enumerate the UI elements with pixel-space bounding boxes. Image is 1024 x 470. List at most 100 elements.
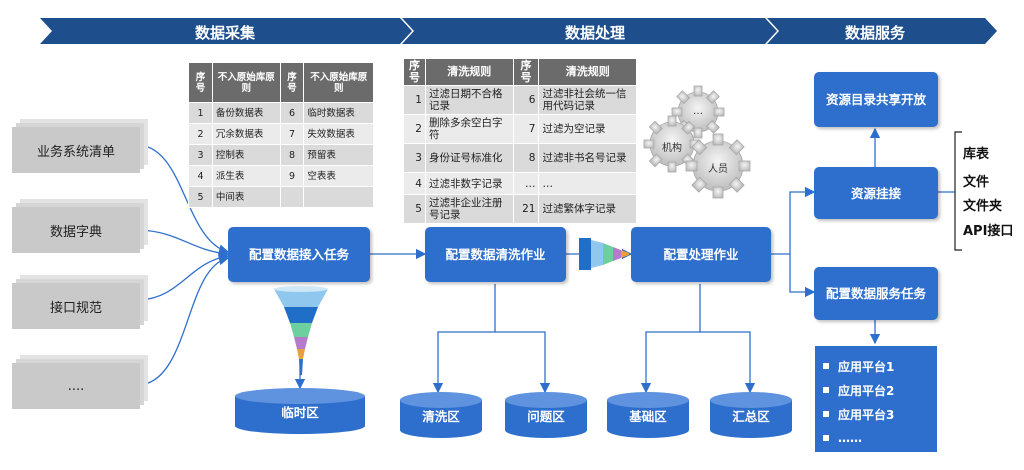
mount-target: 文件夹 [963, 199, 1003, 214]
resource-mount-box: 资源挂接 [814, 167, 938, 219]
table-cell: 5 [188, 186, 213, 208]
access-rules-table: 序号 不入原始库原则 序号 不入原始库原则 1 备份数据表 6 临时数据表 2 … [188, 62, 374, 208]
summary-zone-cylinder: 汇总区 [710, 392, 792, 438]
table-cell: 8 [512, 143, 540, 173]
table-cell: 过滤非数字记录 [424, 172, 514, 195]
table-cell [303, 186, 374, 208]
table-row: 2 冗余数据表 7 失效数据表 [188, 123, 374, 145]
table-cell: 过滤非社会统一信用代码记录 [538, 85, 637, 115]
table-cell: 1 [403, 85, 426, 115]
source-doc-1: 业务系统清单 [12, 127, 140, 173]
table-header-row: 序号 清洗规则 序号 清洗规则 [403, 58, 637, 86]
bullet-square-icon [823, 363, 829, 369]
gear-label: 机构 [662, 143, 682, 154]
table-header: 序号 [279, 62, 305, 103]
table-cell: 过滤为空记录 [538, 114, 637, 144]
arrow-clean-zone [432, 284, 496, 394]
bullet-square-icon [823, 387, 829, 393]
platform-list: 应用平台1 应用平台2 应用平台3 …… [815, 346, 937, 452]
table-cell: 2 [188, 123, 213, 145]
phase-label-process: 数据处理 [564, 24, 625, 42]
table-cell: 7 [512, 114, 540, 144]
mount-target: 库表 [963, 147, 990, 162]
table-header: 序号 [188, 62, 213, 103]
table-cell: 删除多余空白字符 [424, 114, 514, 144]
gear-label: 人员 [708, 164, 728, 175]
arrow-source-1 [139, 144, 230, 255]
table-cell: 6 [512, 85, 540, 115]
table-cell: 身份证号标准化 [424, 143, 514, 173]
arrow-process-task [789, 254, 816, 298]
bullet-square-icon [823, 411, 829, 417]
table-cell: … [512, 172, 540, 195]
process-job-box: 配置处理作业 [631, 227, 771, 282]
funnel-icon [274, 286, 328, 375]
table-cell: 5 [403, 194, 426, 224]
table-cell: … [538, 172, 637, 195]
table-cell: 派生表 [211, 165, 281, 187]
source-doc-4: .... [12, 363, 140, 409]
arrow-process-zone [640, 284, 701, 394]
source-doc-2: 数据字典 [12, 207, 140, 253]
table-cell: 4 [403, 172, 426, 195]
list-item: …… [823, 426, 937, 450]
table-header: 不入原始库原则 [303, 62, 374, 103]
table-row: 2 删除多余空白字符 7 过滤为空记录 [403, 114, 637, 144]
arrow-source-2 [139, 229, 230, 259]
table-row: 5 中间表 [188, 186, 374, 208]
zone-label: 问题区 [527, 409, 565, 424]
ingest-task-box: 配置数据接入任务 [228, 227, 370, 282]
table-cell: 6 [279, 102, 305, 124]
table-row: 1 备份数据表 6 临时数据表 [188, 102, 374, 124]
zone-label: 临时区 [281, 405, 319, 420]
gears-icon [643, 85, 751, 199]
table-row: 1 过滤日期不合格记录 6 过滤非社会统一信用代码记录 [403, 85, 637, 115]
table-cell: 控制表 [211, 144, 281, 166]
list-item: 应用平台1 [823, 354, 937, 378]
table-cell [279, 186, 305, 208]
table-row: 3 身份证号标准化 8 过滤非书名号记录 [403, 143, 637, 173]
mount-target: 文件 [963, 175, 990, 190]
arrow-source-3 [139, 252, 230, 301]
clean-job-box: 配置数据清洗作业 [425, 227, 566, 282]
bullet-square-icon [823, 435, 829, 441]
source-doc-3: 接口规范 [12, 283, 140, 329]
table-cell: 21 [512, 194, 540, 224]
table-cell: 失效数据表 [303, 123, 374, 145]
table-header: 序号 [403, 58, 426, 86]
table-cell: 3 [188, 144, 213, 166]
table-cell: 备份数据表 [211, 102, 281, 124]
resource-catalog-box: 资源目录共享开放 [814, 72, 938, 127]
gear-medium [643, 115, 701, 173]
phase-arrow-collect [40, 18, 412, 44]
list-item: 应用平台2 [823, 378, 937, 402]
table-header: 清洗规则 [538, 58, 637, 86]
table-cell: 8 [279, 144, 305, 166]
table-cell: 空表表 [303, 165, 374, 187]
phase-arrow-process [402, 18, 777, 44]
base-zone-cylinder: 基础区 [607, 392, 689, 438]
table-cell: 预留表 [303, 144, 374, 166]
table-cell: 中间表 [211, 186, 281, 208]
table-cell: 4 [188, 165, 213, 187]
gear-large [685, 133, 751, 199]
gear-label: … [693, 106, 703, 117]
arrow-source-4 [139, 255, 230, 386]
table-cell: 过滤非企业注册号记录 [424, 194, 514, 224]
zone-label: 基础区 [629, 409, 667, 424]
table-cell: 3 [403, 143, 426, 173]
table-row: 4 过滤非数字记录 … … [403, 172, 637, 195]
list-item: 应用平台3 [823, 402, 937, 426]
table-header: 清洗规则 [424, 58, 514, 86]
table-cell: 临时数据表 [303, 102, 374, 124]
zone-label: 汇总区 [732, 409, 770, 424]
table-header: 不入原始库原则 [211, 62, 281, 103]
table-cell: 过滤繁体字记录 [538, 194, 637, 224]
phase-arrow-service [767, 18, 997, 44]
phase-label-collect: 数据采集 [194, 24, 255, 42]
table-cell: 过滤日期不合格记录 [424, 85, 514, 115]
table-cell: 冗余数据表 [211, 123, 281, 145]
table-row: 3 控制表 8 预留表 [188, 144, 374, 166]
